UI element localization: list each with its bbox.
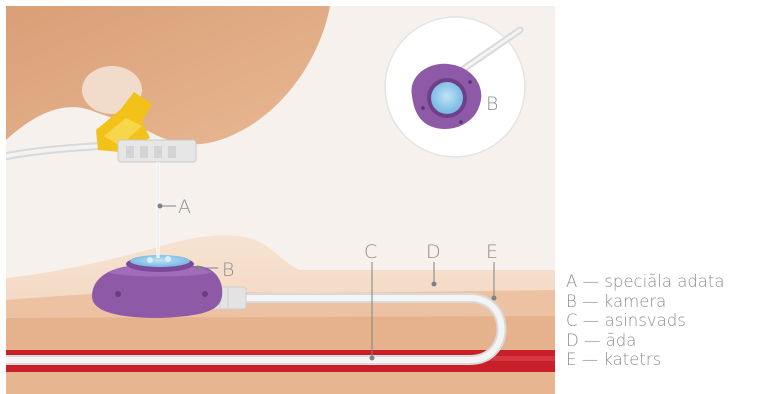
label-b: B bbox=[222, 259, 234, 281]
port-diagram: A B C D E B bbox=[0, 0, 555, 394]
legend-item-a: A — speciāla adata bbox=[566, 272, 762, 292]
needle-base bbox=[118, 140, 196, 162]
inset-closeup bbox=[385, 17, 525, 157]
label-b-inset: B bbox=[486, 93, 498, 115]
label-e: E bbox=[486, 241, 498, 263]
legend: A — speciāla adata B — kamera C — asinsv… bbox=[566, 272, 762, 370]
label-c: C bbox=[364, 241, 377, 263]
legend-item-e: E — katetrs bbox=[566, 350, 762, 370]
legend-item-d: D — āda bbox=[566, 331, 762, 351]
label-a: A bbox=[178, 196, 191, 218]
legend-item-b: B — kamera bbox=[566, 292, 762, 312]
diagram-canvas: A B C D E B bbox=[0, 0, 555, 394]
legend-item-c: C — asinsvads bbox=[566, 311, 762, 331]
label-d: D bbox=[426, 241, 441, 263]
